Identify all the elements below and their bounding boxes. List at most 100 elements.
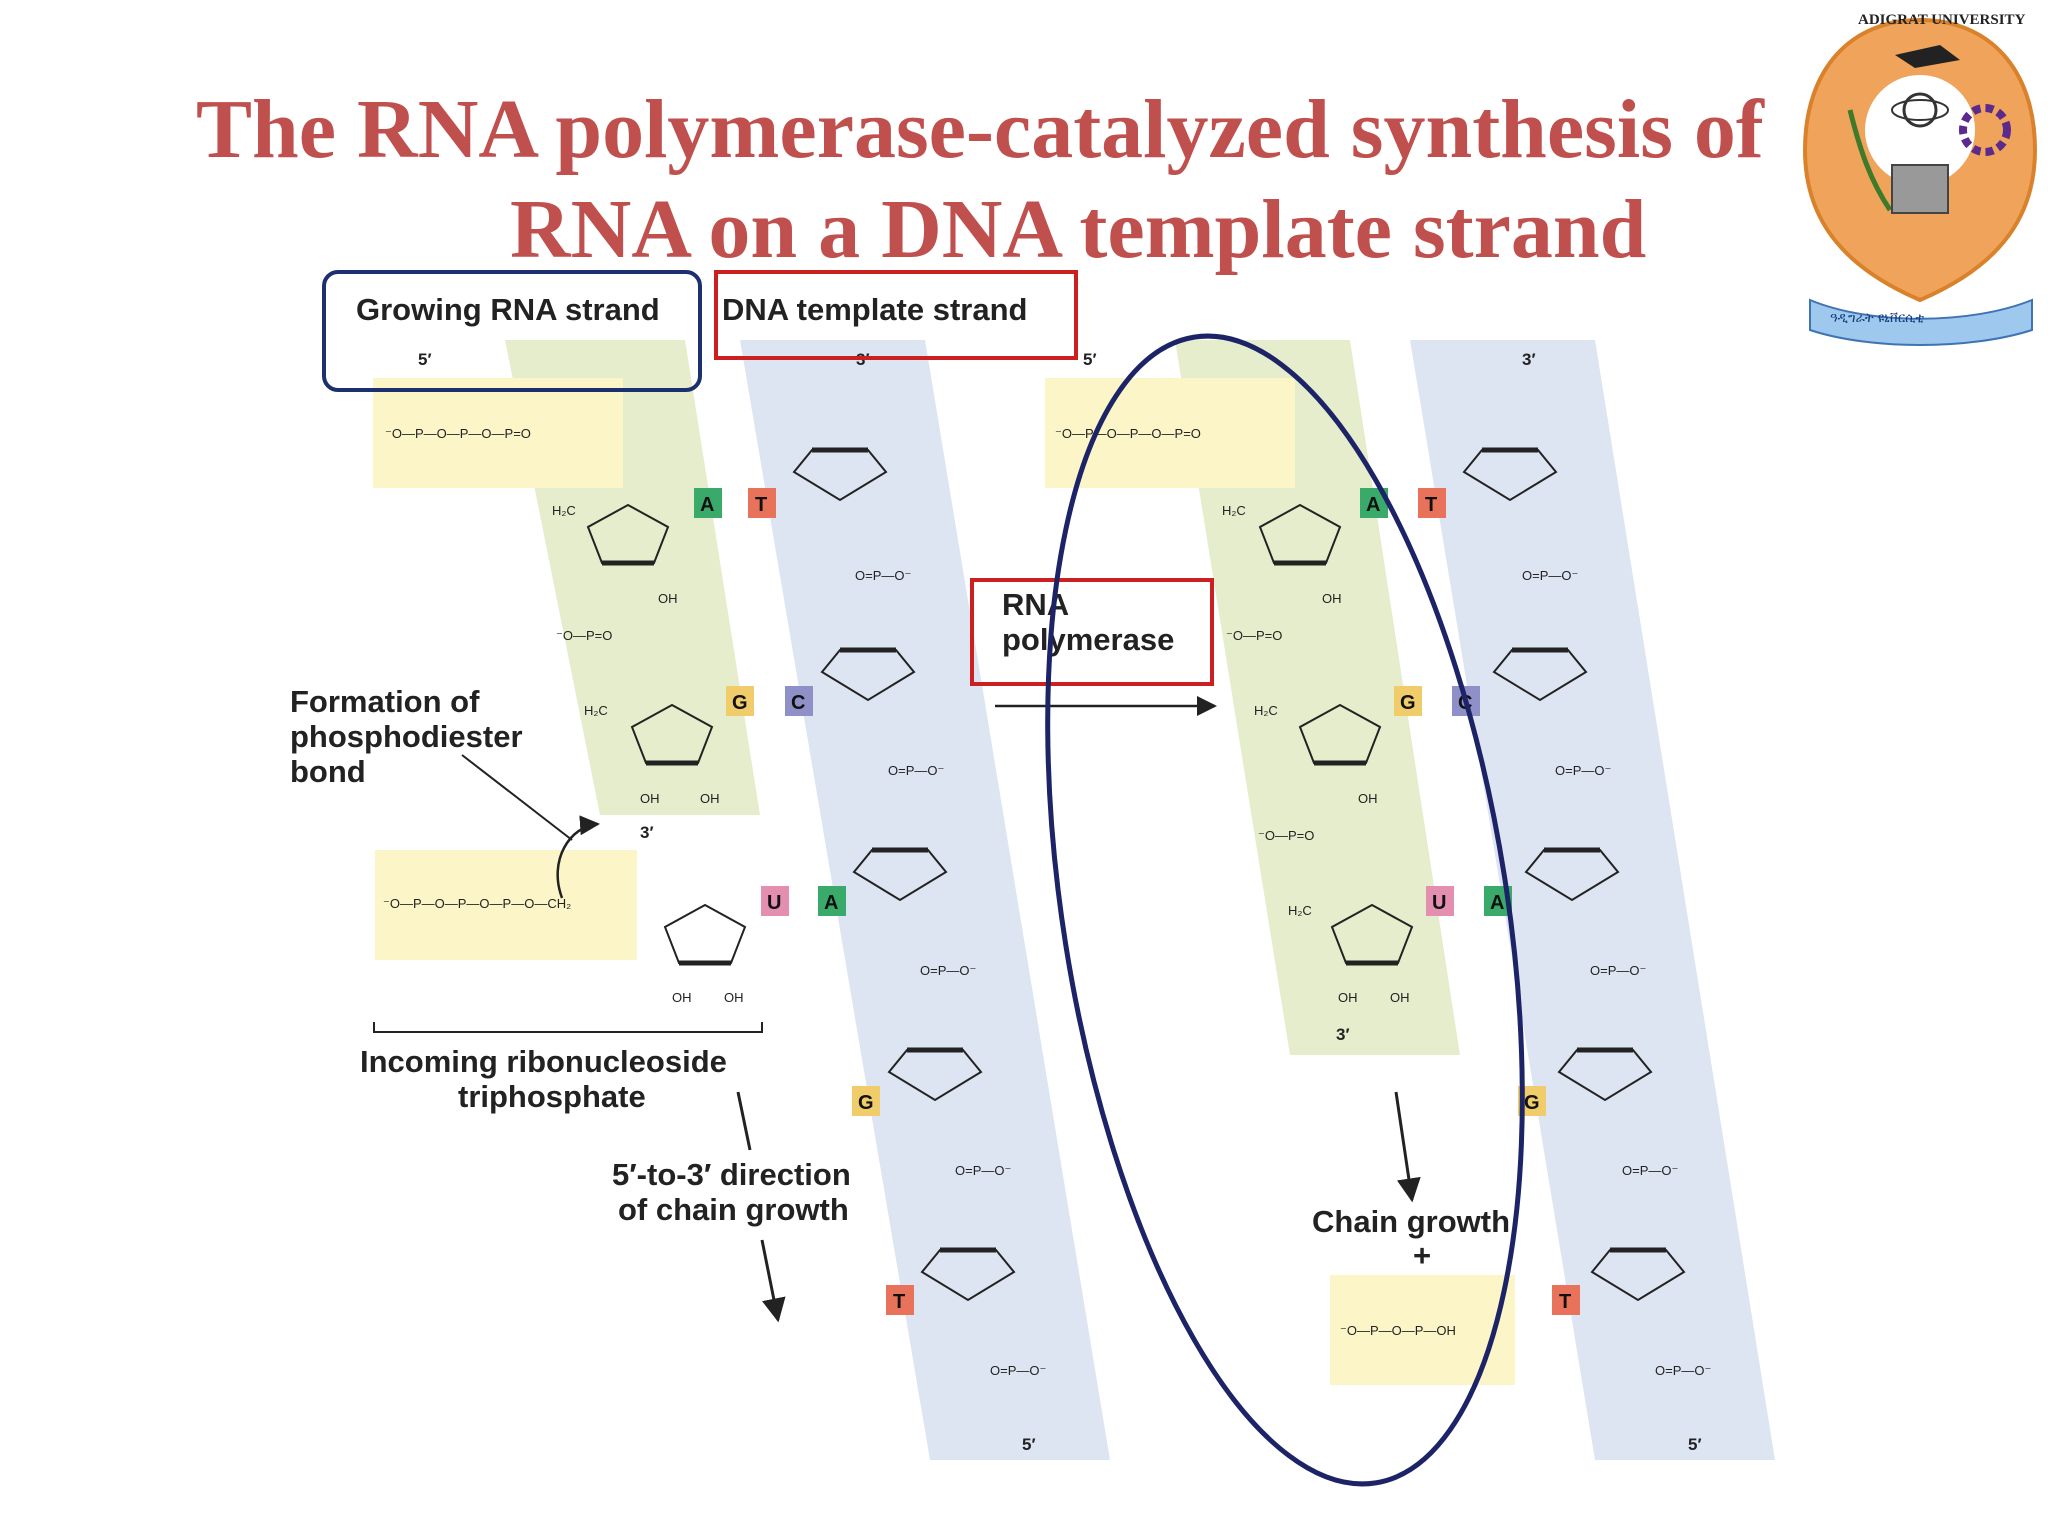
oh-label-1: OH bbox=[658, 591, 678, 606]
base-box-C-left bbox=[785, 686, 813, 716]
phosphodiester-label-3: bond bbox=[290, 754, 366, 789]
dna-template-label: DNA template strand bbox=[722, 292, 1027, 327]
base-rna-left-2: G bbox=[732, 692, 748, 714]
base-box-U-left bbox=[761, 886, 789, 916]
atom-icon bbox=[1902, 92, 1938, 128]
h2c-label-2: H₂C bbox=[584, 703, 608, 718]
title-line-1: The RNA polymerase-catalyzed synthesis o… bbox=[196, 83, 1764, 176]
dna-phosphate-3-right: O=P—O⁻ bbox=[1590, 963, 1646, 978]
base-dna-left-1: T bbox=[755, 494, 767, 516]
oh-label-3: OH bbox=[700, 791, 720, 806]
chain-growth-label: Chain growth bbox=[1312, 1204, 1510, 1239]
logo-ribbon-text: ዓዲግራት ዩኒቨርሲቲ bbox=[1830, 311, 1924, 326]
rna-phosphate-1-left: ⁻O—P=O bbox=[556, 628, 612, 643]
direction-pointer bbox=[736, 1091, 752, 1151]
h2c-label-r3: H₂C bbox=[1288, 903, 1312, 918]
base-box-A2-left bbox=[818, 886, 846, 916]
base-box-T2-right bbox=[1552, 1285, 1580, 1315]
oh-label-4: OH bbox=[672, 990, 692, 1005]
dna-band-right bbox=[1410, 340, 1775, 1460]
direction-arrow bbox=[760, 1239, 786, 1323]
triphosphate-box-top-right bbox=[1045, 378, 1295, 488]
direction-label-2: of chain growth bbox=[618, 1192, 849, 1227]
base-dna-right-5: T bbox=[1559, 1291, 1571, 1313]
rna-5-end-right: 5′ bbox=[1083, 350, 1097, 369]
h2c-label-r1: H₂C bbox=[1222, 503, 1246, 518]
rna-phosphate-2-right: ⁻O—P=O bbox=[1258, 828, 1314, 843]
growing-rna-label: Growing RNA strand bbox=[356, 292, 660, 327]
incoming-label-2: triphosphate bbox=[458, 1079, 646, 1114]
base-dna-left-5: T bbox=[893, 1291, 905, 1313]
oh-label-r2: OH bbox=[1358, 791, 1378, 806]
incoming-bracket bbox=[373, 1022, 763, 1033]
base-rna-left-3: U bbox=[767, 892, 781, 914]
gear-icon bbox=[1959, 104, 2011, 156]
dna-3-end-right: 3′ bbox=[1522, 350, 1536, 369]
dna-phosphate-2-right: O=P—O⁻ bbox=[1555, 763, 1611, 778]
dna-phosphate-5-right: O=P—O⁻ bbox=[1655, 1363, 1711, 1378]
dna-template-box bbox=[714, 270, 1078, 360]
rna-3-end-left: 3′ bbox=[640, 823, 654, 842]
base-dna-right-1: T bbox=[1425, 494, 1437, 516]
h2c-label-r2: H₂C bbox=[1254, 703, 1278, 718]
logo-text: ADIGRAT UNIVERSITY bbox=[1858, 12, 2026, 28]
incoming-sugar bbox=[665, 905, 745, 963]
rna-5-end-left: 5′ bbox=[418, 350, 432, 369]
phosphodiester-pointer bbox=[461, 754, 573, 841]
oh-label-2: OH bbox=[640, 791, 660, 806]
dna-band-left bbox=[740, 340, 1110, 1460]
base-box-T-left bbox=[748, 488, 776, 518]
base-box-A-left bbox=[694, 488, 722, 518]
base-rna-right-2: G bbox=[1400, 692, 1416, 714]
dna-phosphate-4-right: O=P—O⁻ bbox=[1622, 1163, 1678, 1178]
rna-triphosphate-top-left: ⁻O—P—O—P—O—P=O bbox=[385, 426, 531, 441]
rna-polymerase-label-1: RNA bbox=[1002, 587, 1069, 622]
oh-label-r4: OH bbox=[1390, 990, 1410, 1005]
laurel-icon bbox=[1847, 109, 1893, 212]
incoming-triphosphate-box bbox=[375, 850, 637, 960]
dna-phosphate-5-left: O=P—O⁻ bbox=[990, 1363, 1046, 1378]
triphosphate-box-top-left bbox=[373, 378, 623, 488]
base-rna-right-1: A bbox=[1366, 494, 1380, 516]
oh-label-r3: OH bbox=[1338, 990, 1358, 1005]
incoming-label-1: Incoming ribonucleoside bbox=[360, 1044, 727, 1079]
base-box-U-right bbox=[1426, 886, 1454, 916]
phosphodiester-label-2: phosphodiester bbox=[290, 719, 523, 754]
atom-orbit-icon bbox=[1891, 99, 1949, 121]
h2c-label-1: H₂C bbox=[552, 503, 576, 518]
oh-label-5: OH bbox=[724, 990, 744, 1005]
base-box-T-right bbox=[1418, 488, 1446, 518]
base-box-G-left bbox=[726, 686, 754, 716]
base-dna-left-2: C bbox=[791, 692, 805, 714]
base-box-G-right bbox=[1394, 686, 1422, 716]
rna-band-right bbox=[1175, 340, 1460, 1055]
logo-ribbon bbox=[1809, 298, 2033, 346]
growing-rna-box bbox=[322, 270, 702, 392]
dna-phosphate-1-right: O=P—O⁻ bbox=[1522, 568, 1578, 583]
plus-sign: + bbox=[1413, 1238, 1431, 1273]
dna-phosphate-3-left: O=P—O⁻ bbox=[920, 963, 976, 978]
base-dna-left-3: A bbox=[824, 892, 838, 914]
rna-triphosphate-top-right: ⁻O—P—O—P—O—P=O bbox=[1055, 426, 1201, 441]
logo-inner-circle bbox=[1865, 75, 1975, 185]
base-dna-left-4: G bbox=[858, 1092, 874, 1114]
highlight-ellipse bbox=[1045, 333, 1525, 1487]
incoming-triphosphate-formula: ⁻O—P—O—P—O—P—O—CH₂ bbox=[383, 896, 571, 911]
dna-phosphate-4-left: O=P—O⁻ bbox=[955, 1163, 1011, 1178]
oh-label-r1: OH bbox=[1322, 591, 1342, 606]
rna-3-end-right: 3′ bbox=[1336, 1025, 1350, 1044]
title-line-2: RNA on a DNA template strand bbox=[510, 183, 1647, 276]
rna-polymerase-label-2: polymerase bbox=[1002, 622, 1174, 657]
dna-phosphate-2-left: O=P—O⁻ bbox=[888, 763, 944, 778]
base-rna-left-1: A bbox=[700, 494, 714, 516]
dna-phosphate-1-left: O=P—O⁻ bbox=[855, 568, 911, 583]
bond-formation-arrow bbox=[556, 815, 600, 899]
dna-5-end-right: 5′ bbox=[1688, 1435, 1702, 1454]
base-dna-right-4: G bbox=[1524, 1092, 1540, 1114]
book-icon bbox=[1891, 164, 1949, 214]
rna-polymerase-box bbox=[970, 578, 1214, 686]
base-dna-right-3: A bbox=[1490, 892, 1504, 914]
phosphodiester-label-1: Formation of bbox=[290, 684, 480, 719]
dna-5-end-left: 5′ bbox=[1022, 1435, 1036, 1454]
